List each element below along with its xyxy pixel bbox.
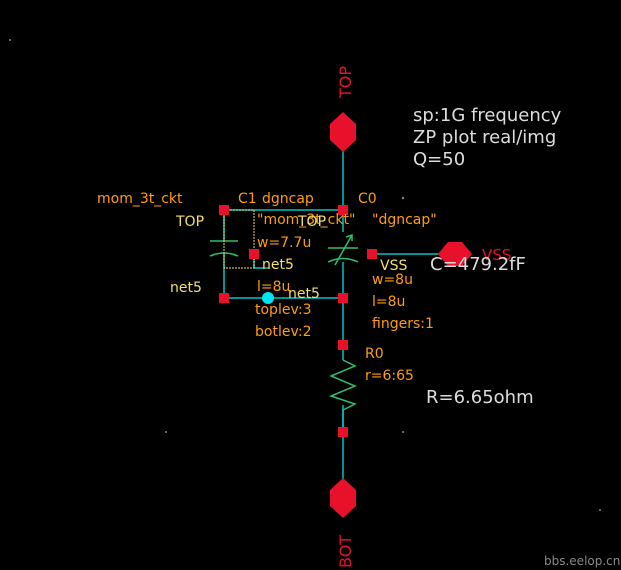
c1-inst-label: C1 <box>238 191 257 207</box>
c1-w-param: w=7.7u <box>257 235 311 251</box>
c1-model-label: dgncap <box>262 191 314 207</box>
c0-w-param: w=8u <box>372 272 413 288</box>
annotation-line-1: sp:1G frequency <box>413 105 562 126</box>
vss-pin-label: VSS <box>482 246 511 264</box>
r0-inst-label: R0 <box>365 346 384 362</box>
annotation-line-2: ZP plot real/img <box>413 127 556 148</box>
annotation-line-3: Q=50 <box>413 149 465 170</box>
c0-capacitor-symbol[interactable] <box>327 233 359 266</box>
top-pin-label: TOP <box>336 66 355 99</box>
bot-pin-label: BOT <box>336 535 355 568</box>
r0-resistance-result: R=6.65ohm <box>426 387 534 408</box>
c1-toplev-param: toplev:3 <box>255 302 312 318</box>
c1-cellname-param: "mom_3t_ckt" <box>257 212 355 228</box>
c1-instance-box[interactable] <box>223 209 255 269</box>
c1-top-terminal-label: TOP <box>175 214 204 230</box>
watermark: bbs.eelop.cn <box>544 554 620 568</box>
c0-top-terminal-label: TOP <box>297 214 326 230</box>
top-pin-icon[interactable] <box>330 112 356 152</box>
vss-pin-icon[interactable] <box>438 242 472 266</box>
c0-capacitance-result: C=479.2fF <box>430 254 526 275</box>
c0-net5-label: net5 <box>288 286 320 302</box>
r0-param: r=6:65 <box>365 368 414 384</box>
c1-botlev-param: botlev:2 <box>255 324 312 340</box>
c1-net5-terminal-label: net5 <box>170 280 202 296</box>
c0-cellname-param: "dgncap" <box>372 212 437 228</box>
grid-dots <box>9 39 601 511</box>
terminal-pins[interactable] <box>219 205 377 437</box>
c0-l-param: l=8u <box>372 294 405 310</box>
c1-cell-label: mom_3t_ckt <box>97 191 183 207</box>
c0-vss-terminal-label: VSS <box>380 258 407 274</box>
resistor-symbol[interactable] <box>328 359 357 411</box>
c0-inst-label: C0 <box>358 191 377 207</box>
bot-pin-icon[interactable] <box>330 478 356 518</box>
c1-l-param: l=8u <box>257 279 290 295</box>
junction-dot <box>262 292 274 304</box>
c0-fingers-param: fingers:1 <box>372 316 434 332</box>
c1-net5-inner-label: net5 <box>262 257 294 273</box>
